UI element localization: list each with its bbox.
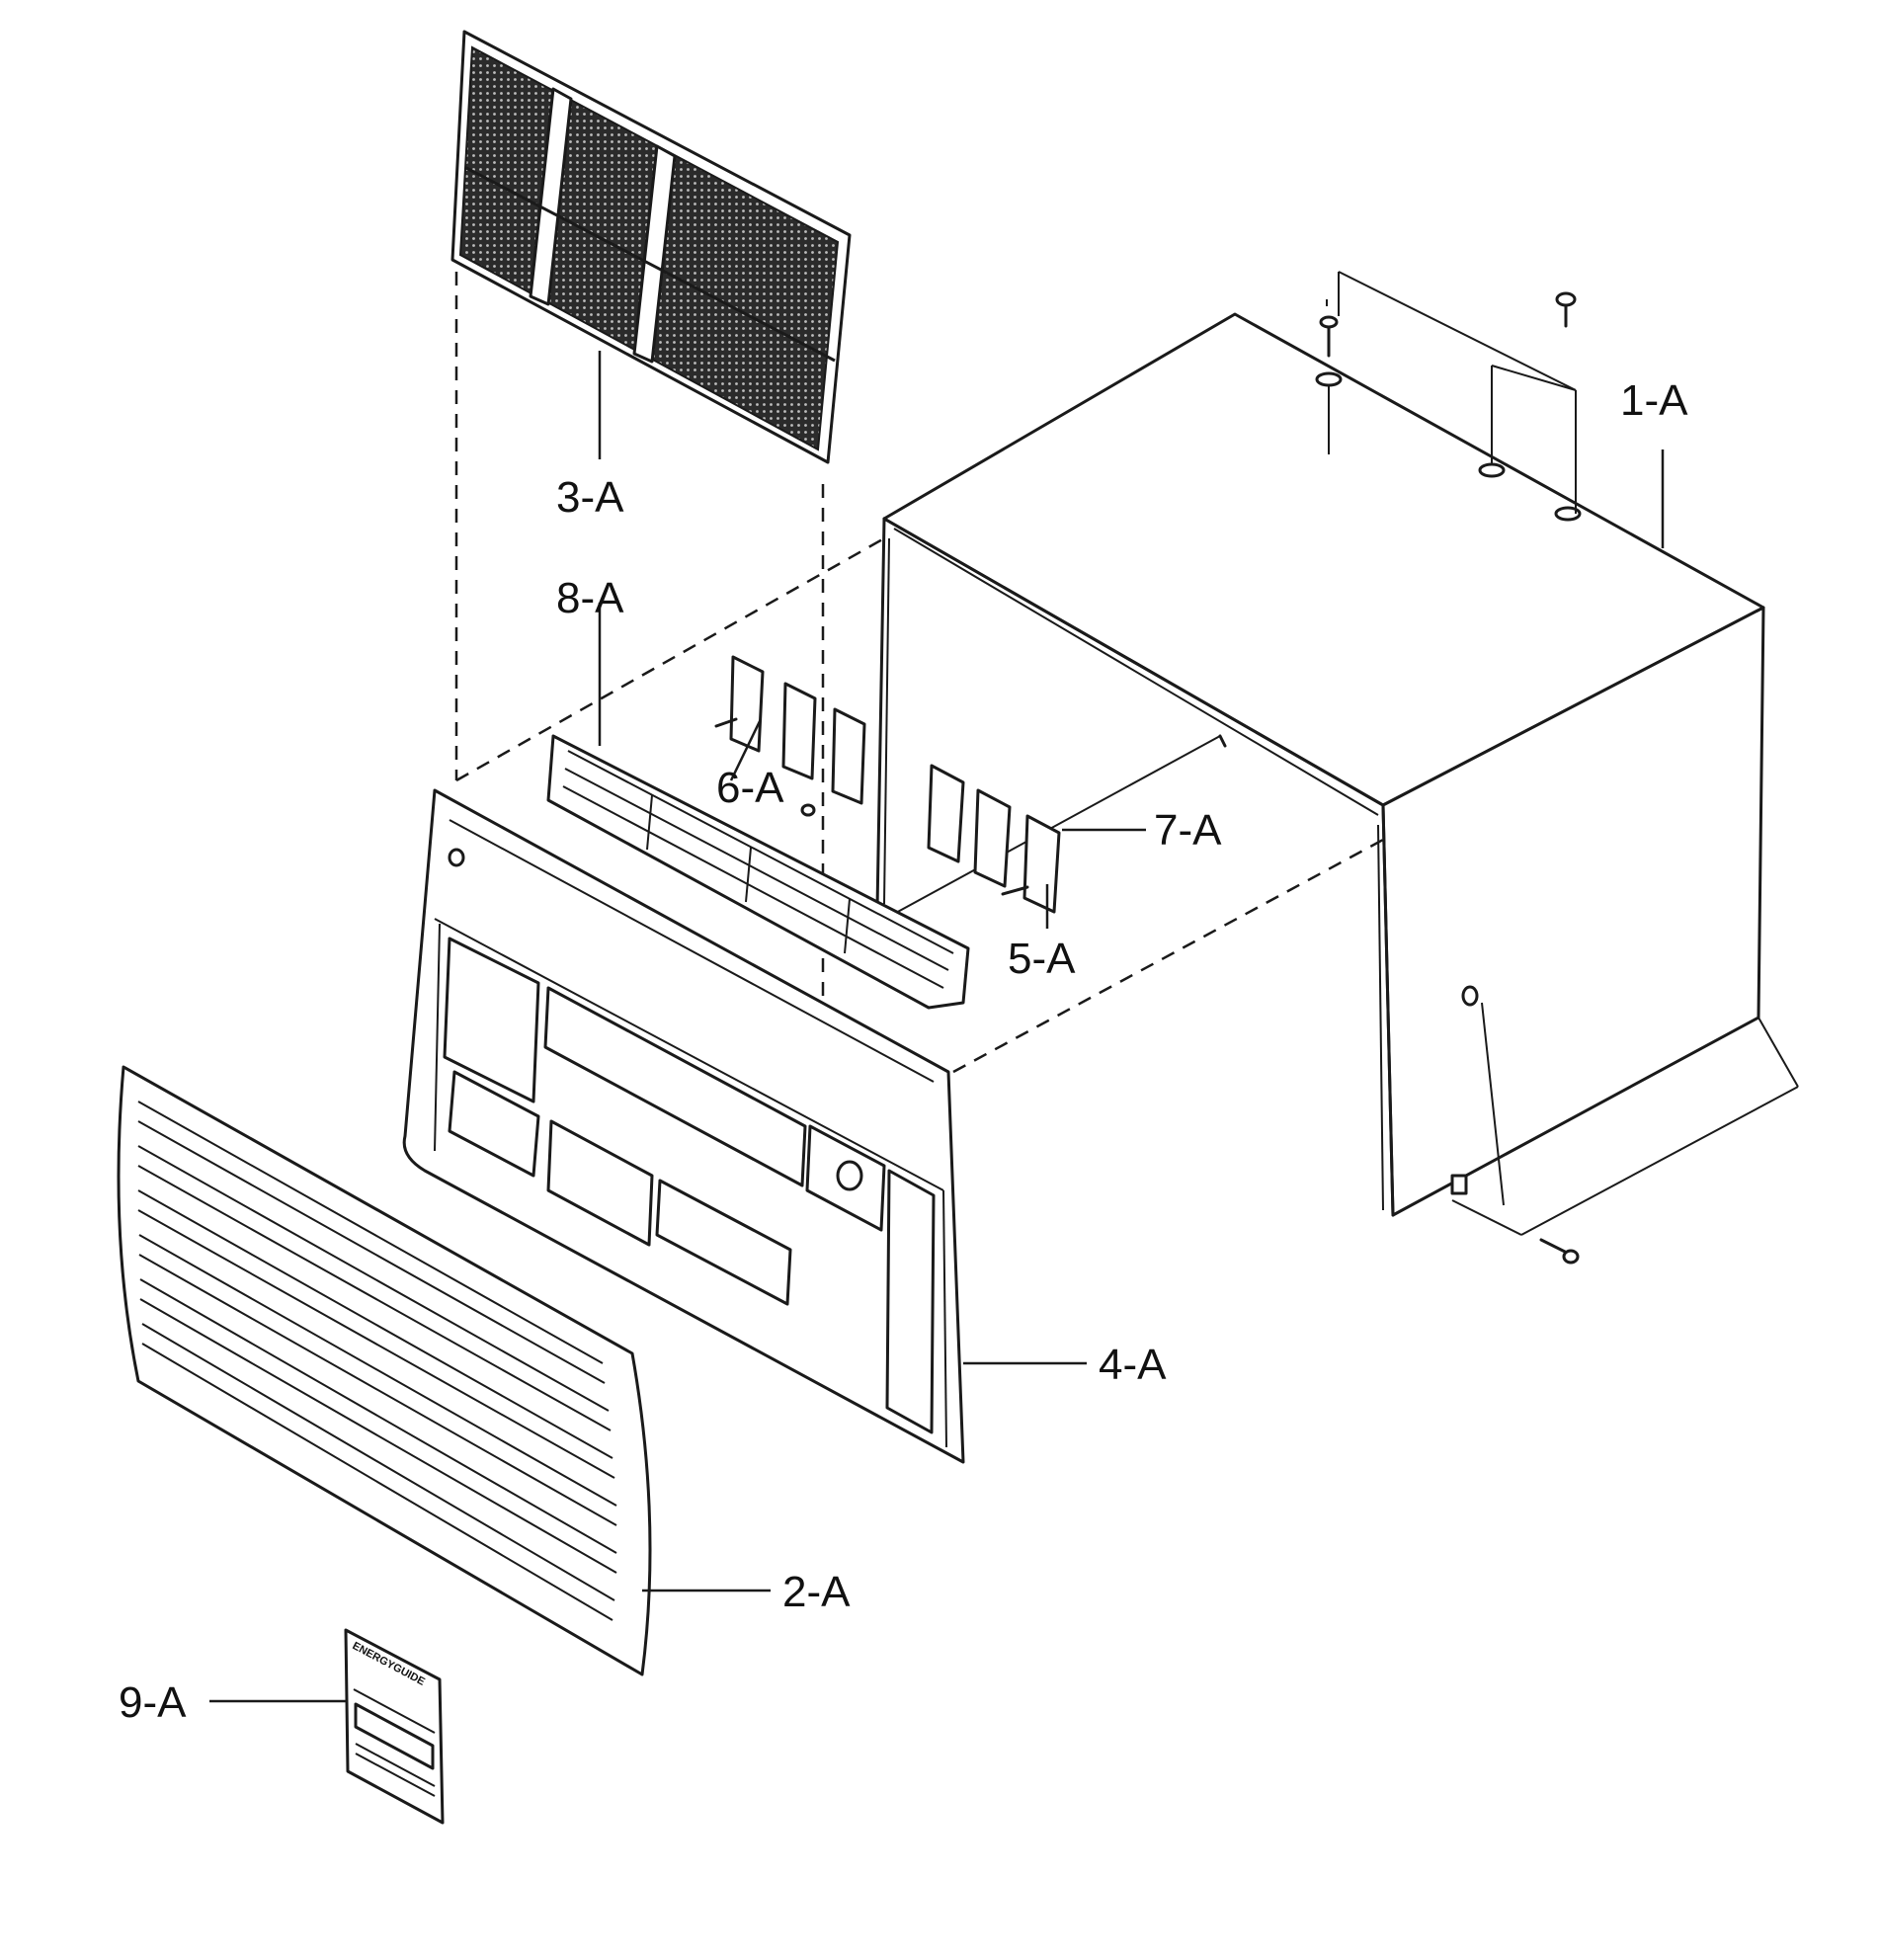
bracket-side-part: 7-A 5-A	[927, 764, 1222, 983]
label-air-filter: 3-A	[556, 473, 624, 522]
grille-slats	[137, 1101, 617, 1621]
label-bracket-upper: 6-A	[716, 764, 784, 812]
label-energy-label: 9-A	[119, 1678, 187, 1727]
label-front-frame: 4-A	[1099, 1341, 1167, 1389]
bracket-upper-part: 6-A	[714, 655, 866, 817]
label-louver: 8-A	[556, 574, 624, 622]
energy-label-part: ENERGYGUIDE 9-A	[119, 1628, 445, 1825]
front-grille-part: 2-A	[117, 1065, 851, 1676]
cabinet-part: 1-A	[875, 271, 1799, 1265]
label-bracket-side: 7-A	[1154, 806, 1222, 855]
front-frame-part: 4-A	[402, 788, 1167, 1464]
label-bracket-lower: 5-A	[1008, 935, 1076, 983]
air-filter-part: 3-A	[450, 30, 852, 522]
label-front-grille: 2-A	[782, 1568, 851, 1616]
louver-part: 8-A	[546, 574, 970, 1010]
label-cabinet: 1-A	[1620, 376, 1688, 425]
